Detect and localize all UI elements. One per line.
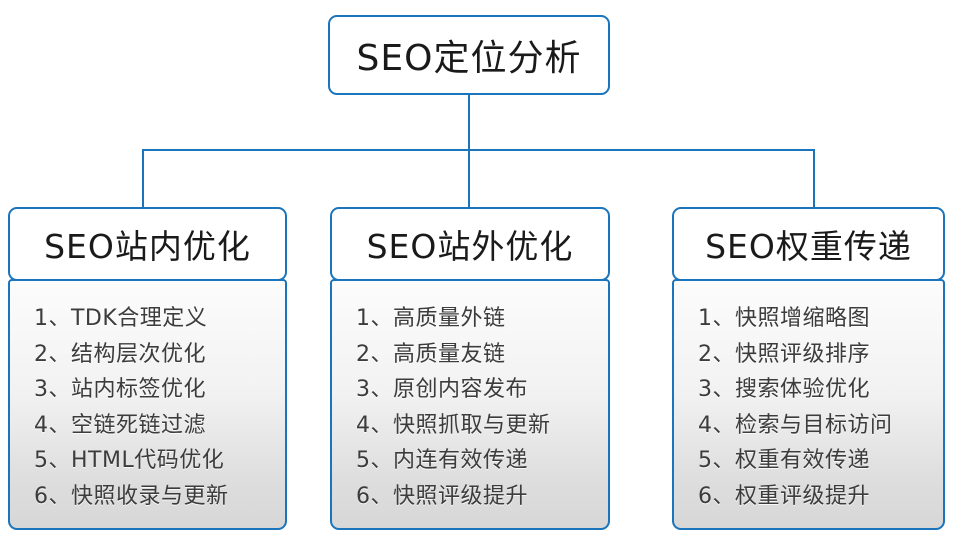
list-item: 2、结构层次优化 xyxy=(34,341,206,367)
list-item: 6、快照收录与更新 xyxy=(34,483,229,509)
connector-root-vertical xyxy=(468,95,470,151)
root-node-label: SEO定位分析 xyxy=(356,38,582,79)
column-item-list: 1、快照增缩略图 2、快照评级排序 3、搜索体验优化 4、检索与目标访问 5、权… xyxy=(698,301,933,514)
list-item: 2、快照评级排序 xyxy=(698,341,870,367)
column-item-list: 1、TDK合理定义 2、结构层次优化 3、站内标签优化 4、空链死链过滤 5、H… xyxy=(34,301,275,514)
list-item: 5、权重有效传递 xyxy=(698,448,870,473)
list-item: 4、空链死链过滤 xyxy=(34,412,206,438)
list-item: 2、高质量友链 xyxy=(356,341,506,367)
column-header-label: SEO站外优化 xyxy=(366,227,574,266)
list-item: 1、快照增缩略图 xyxy=(698,306,870,331)
list-item: 6、快照评级提升 xyxy=(356,483,528,509)
connector-drop-left xyxy=(142,149,144,208)
column-header-node: SEO站内优化 xyxy=(8,207,287,281)
column-offsite-optimization: SEO站外优化 1、高质量外链 2、高质量友链 3、原创内容发布 4、快照抓取与… xyxy=(330,207,610,530)
column-header-label: SEO权重传递 xyxy=(705,227,912,266)
list-item: 3、搜索体验优化 xyxy=(698,377,870,402)
column-item-list: 1、高质量外链 2、高质量友链 3、原创内容发布 4、快照抓取与更新 5、内连有… xyxy=(356,301,598,514)
column-item-list-box: 1、高质量外链 2、高质量友链 3、原创内容发布 4、快照抓取与更新 5、内连有… xyxy=(330,279,610,530)
column-header-node: SEO站外优化 xyxy=(330,207,610,281)
column-item-list-box: 1、TDK合理定义 2、结构层次优化 3、站内标签优化 4、空链死链过滤 5、H… xyxy=(8,279,287,530)
connector-drop-right xyxy=(813,149,815,208)
root-node: SEO定位分析 xyxy=(328,15,610,95)
list-item: 1、高质量外链 xyxy=(356,306,506,331)
list-item: 3、原创内容发布 xyxy=(356,377,528,402)
column-weight-transfer: SEO权重传递 1、快照增缩略图 2、快照评级排序 3、搜索体验优化 4、检索与… xyxy=(672,207,945,530)
column-header-node: SEO权重传递 xyxy=(672,207,945,281)
list-item: 5、内连有效传递 xyxy=(356,448,528,473)
column-onsite-optimization: SEO站内优化 1、TDK合理定义 2、结构层次优化 3、站内标签优化 4、空链… xyxy=(8,207,287,530)
connector-horizontal-bar xyxy=(142,149,815,151)
list-item: 3、站内标签优化 xyxy=(34,377,206,402)
list-item: 5、HTML代码优化 xyxy=(34,448,225,473)
list-item: 4、检索与目标访问 xyxy=(698,412,893,438)
list-item: 6、权重评级提升 xyxy=(698,483,870,509)
column-header-label: SEO站内优化 xyxy=(44,227,251,266)
list-item: 1、TDK合理定义 xyxy=(34,306,208,331)
list-item: 4、快照抓取与更新 xyxy=(356,412,551,438)
connector-drop-middle xyxy=(468,149,470,208)
column-item-list-box: 1、快照增缩略图 2、快照评级排序 3、搜索体验优化 4、检索与目标访问 5、权… xyxy=(672,279,945,530)
